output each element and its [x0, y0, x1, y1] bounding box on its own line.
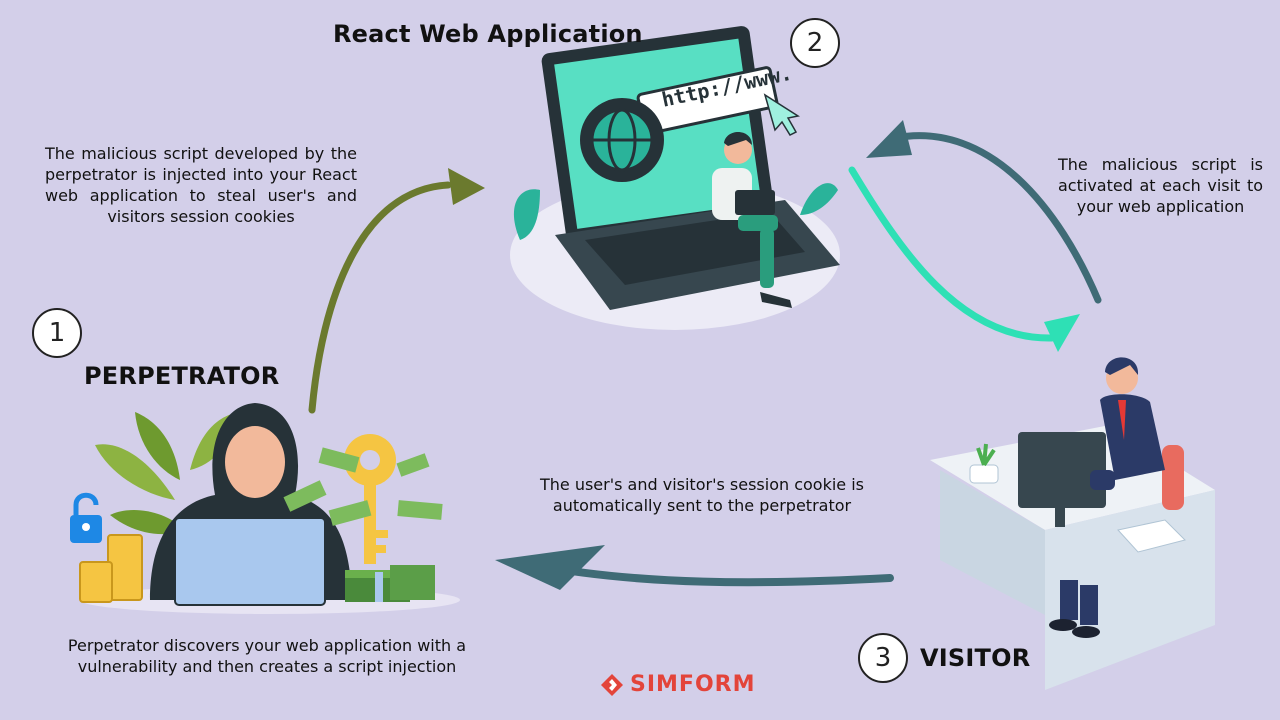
simform-logo: SIMFORM: [600, 672, 756, 697]
cookie-description: The user's and visitor's session cookie …: [539, 475, 864, 515]
simform-logo-text: SIMFORM: [630, 672, 756, 697]
unlock-icon: [70, 492, 102, 543]
coins-icon: [79, 534, 143, 603]
arrow-activation-head: [1044, 314, 1080, 352]
step-badge-2: 2: [790, 18, 840, 68]
activation-description: The malicious script is activated at eac…: [1058, 155, 1263, 216]
arrow-injection: [308, 181, 452, 414]
perpetrator-title: PERPETRATOR: [84, 362, 280, 390]
step-badge-1: 1: [32, 308, 82, 358]
perpetrator-caption: Perpetrator discovers your web applicati…: [67, 636, 467, 676]
arrow-activation-return-head: [866, 120, 912, 158]
step-badge-3: 3: [858, 633, 908, 683]
arrow-injection-head: [448, 168, 485, 205]
injection-description: The malicious script developed by the pe…: [45, 144, 357, 226]
arrow-activation: [848, 166, 1056, 342]
money-icon: [283, 447, 443, 602]
arrow-cookie-head: [495, 545, 605, 590]
visitor-title: VISITOR: [920, 644, 1031, 672]
arrow-activation-return: [891, 132, 1102, 304]
web-app-title: React Web Application: [333, 20, 643, 48]
simform-logo-icon: [601, 673, 623, 696]
